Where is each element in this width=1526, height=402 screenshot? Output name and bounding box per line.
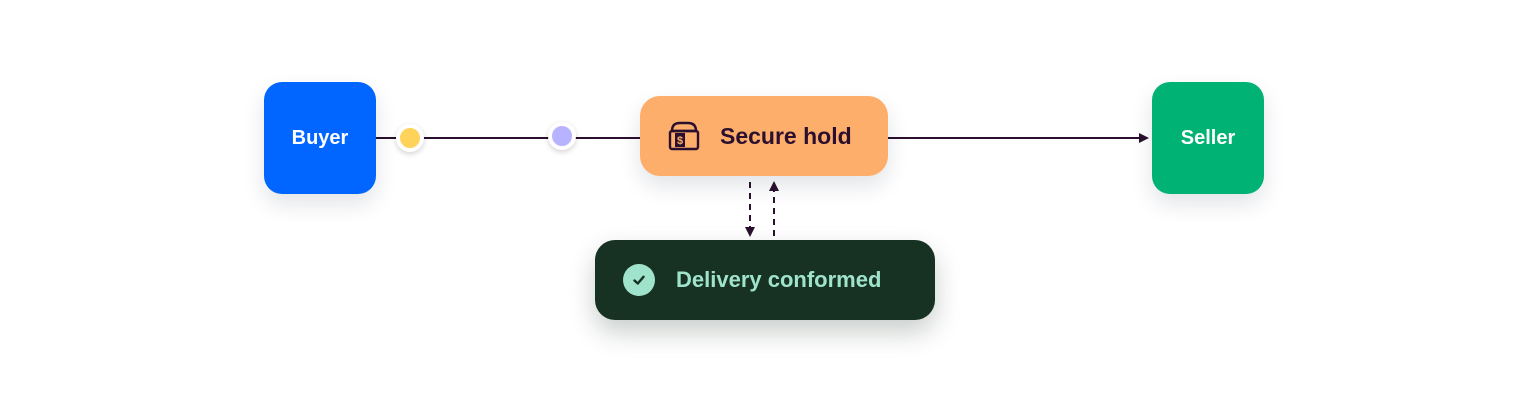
- purple-token: [548, 122, 576, 150]
- check-circle-icon: [623, 264, 655, 296]
- secure-hold-label: Secure hold: [720, 122, 852, 149]
- delivery-label: Delivery conformed: [676, 267, 882, 292]
- treasure-chest-dollar-icon: $: [667, 119, 701, 153]
- delivery-confirmed-node: Delivery conformed: [595, 240, 935, 320]
- svg-text:$: $: [677, 135, 683, 147]
- yellow-token: [396, 124, 424, 152]
- buyer-node: Buyer: [264, 82, 376, 194]
- seller-node: Seller: [1152, 82, 1264, 194]
- secure-hold-node: $ Secure hold: [640, 96, 888, 176]
- seller-label: Seller: [1180, 126, 1236, 149]
- buyer-label: Buyer: [291, 126, 349, 149]
